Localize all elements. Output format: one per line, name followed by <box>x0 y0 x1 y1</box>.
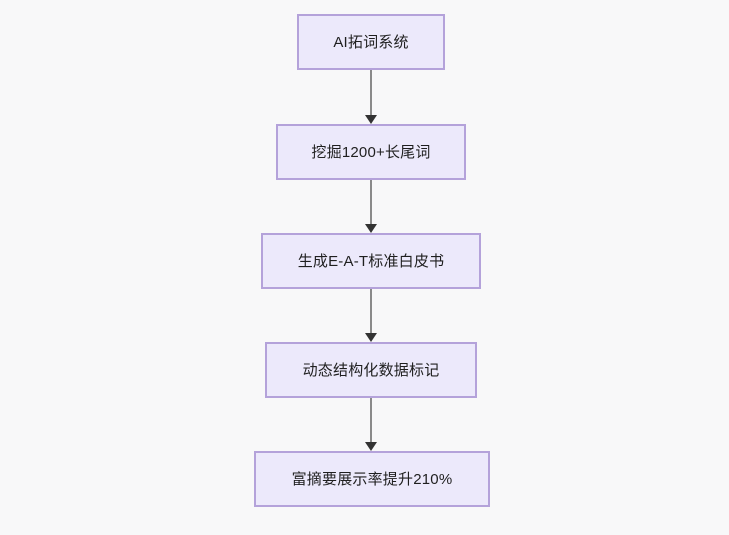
flow-node-longtail-keywords[interactable]: 挖掘1200+长尾词 <box>276 124 466 180</box>
flow-node-label: 挖掘1200+长尾词 <box>311 143 431 161</box>
flow-node-rich-snippet-result[interactable]: 富摘要展示率提升210% <box>254 451 490 507</box>
flow-node-label: AI拓词系统 <box>333 33 409 51</box>
flow-node-label: 生成E-A-T标准白皮书 <box>297 252 445 270</box>
flow-connector-arrow <box>365 289 377 342</box>
flow-connector-arrow <box>365 180 377 233</box>
flow-connector-arrow <box>365 70 377 124</box>
flow-node-ai-keyword-system[interactable]: AI拓词系统 <box>297 14 445 70</box>
connector-line <box>370 70 372 116</box>
connector-line <box>370 398 372 443</box>
flow-node-structured-data-markup[interactable]: 动态结构化数据标记 <box>265 342 477 398</box>
connector-line <box>370 289 372 334</box>
arrowhead-icon <box>365 115 377 124</box>
arrowhead-icon <box>365 442 377 451</box>
connector-line <box>370 180 372 225</box>
arrowhead-icon <box>365 333 377 342</box>
arrowhead-icon <box>365 224 377 233</box>
flow-node-label: 富摘要展示率提升210% <box>291 470 453 488</box>
flow-connector-arrow <box>365 398 377 451</box>
flow-node-label: 动态结构化数据标记 <box>302 361 440 379</box>
flow-node-eat-whitepaper[interactable]: 生成E-A-T标准白皮书 <box>261 233 481 289</box>
